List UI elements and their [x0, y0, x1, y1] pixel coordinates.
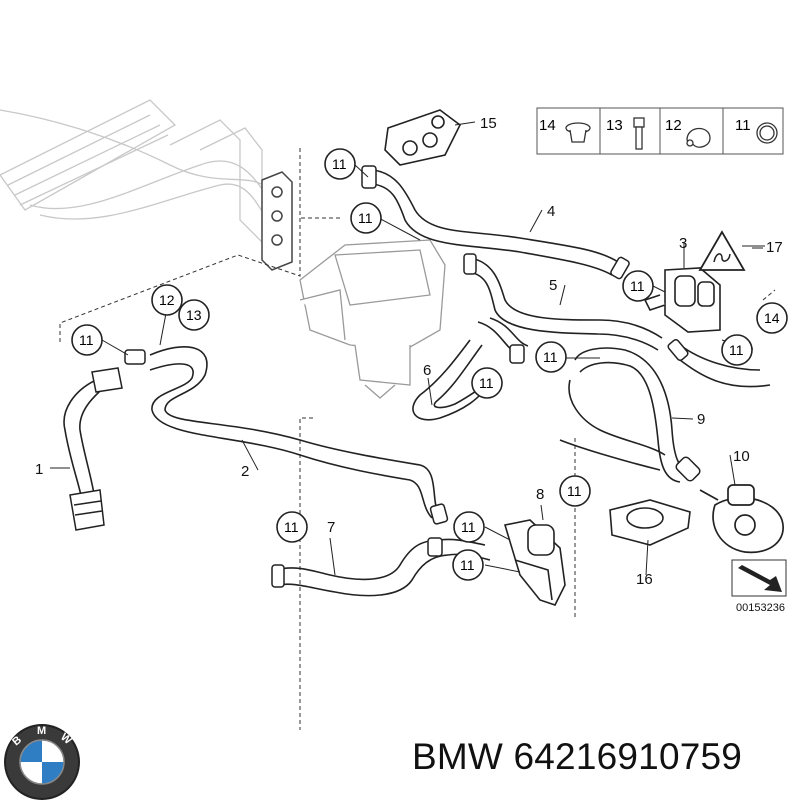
svg-text:11: 11: [729, 342, 744, 358]
callout-6: 6: [423, 362, 431, 379]
callout-16: 16: [636, 571, 653, 588]
hose-outlines: [63, 169, 771, 597]
svg-text:11: 11: [358, 210, 373, 226]
callout-5: 5: [549, 277, 557, 294]
svg-text:M: M: [37, 725, 46, 737]
hose-clamp-icon: [756, 122, 778, 144]
callout-2: 2: [241, 463, 249, 480]
grommet-icon: [565, 122, 591, 143]
warning-label-17: [698, 230, 746, 271]
circled-callouts: 11 11 11 12 13 11 14 11 11 11 11 11 11 1…: [71, 148, 788, 581]
screw-icon: [633, 117, 645, 150]
water-valve-3: [643, 267, 721, 333]
hose-diagram: 14 13 12 11 1 2 3 4 5 6 7 8 9 10 15 16 1…: [0, 99, 788, 730]
svg-text:11: 11: [479, 375, 494, 391]
legend-num: 11: [735, 117, 751, 134]
pipe-clamp-icon: [686, 127, 711, 148]
hose-clamps: [124, 165, 701, 588]
direction-arrow-icon: [731, 559, 787, 597]
legend-num: 14: [539, 117, 556, 134]
callout-4: 4: [547, 203, 555, 220]
heater-bracket: [261, 171, 293, 271]
callout-1: 1: [35, 461, 43, 478]
svg-text:11: 11: [79, 332, 94, 348]
svg-text:11: 11: [332, 156, 347, 172]
svg-text:11: 11: [543, 349, 558, 365]
svg-text:11: 11: [567, 483, 582, 499]
callout-11-circle: 11: [452, 549, 484, 581]
callout-11-circle: 11: [453, 511, 485, 543]
svg-text:12: 12: [159, 292, 175, 308]
legend-num: 13: [606, 117, 623, 134]
valve-8: [503, 519, 566, 606]
callout-12-circle: 12: [151, 284, 183, 316]
svg-text:11: 11: [460, 557, 475, 573]
callout-15: 15: [480, 115, 497, 132]
callout-17: 17: [766, 239, 783, 256]
callout-11-circle: 11: [350, 202, 382, 234]
callout-11-circle: 11: [71, 324, 103, 356]
callout-13-circle: 13: [178, 299, 210, 331]
svg-text:11: 11: [461, 519, 476, 535]
callout-7: 7: [327, 519, 335, 536]
callout-11-circle: 11: [559, 475, 591, 507]
hose-1-connector: [69, 367, 123, 531]
callout-11-circle: 11: [721, 334, 753, 366]
callout-8: 8: [536, 486, 544, 503]
callout-11-circle: 11: [471, 367, 503, 399]
legend-num: 12: [665, 117, 682, 134]
diagram-ref-code: 00153236: [736, 602, 785, 614]
callout-14-circle: 14: [756, 302, 788, 334]
callout-9: 9: [697, 411, 705, 428]
callout-11-circle: 11: [276, 511, 308, 543]
bracket-16: [609, 499, 691, 546]
svg-text:11: 11: [630, 278, 645, 294]
callout-11-circle: 11: [324, 148, 356, 180]
callout-labels: 1 2 3 4 5 6 7 8 9 10 15 16 17 00153236: [35, 115, 785, 614]
callout-10: 10: [733, 448, 750, 465]
bmw-roundel-icon: B M W: [4, 724, 80, 800]
svg-text:11: 11: [284, 519, 299, 535]
svg-text:14: 14: [764, 310, 780, 326]
auxiliary-heater-ghost: [299, 239, 446, 399]
bracket-15: [384, 109, 462, 166]
callout-3: 3: [679, 235, 687, 252]
part-number: BMW 64216910759: [412, 736, 743, 777]
callout-11-circle: 11: [535, 341, 567, 373]
legend-box: 14 13 12 11: [536, 107, 784, 155]
svg-text:13: 13: [186, 307, 202, 323]
callout-11-circle: 11: [622, 270, 654, 302]
leader-lines: [59, 148, 776, 730]
water-pump-10: [699, 484, 784, 554]
background-heater-core: [0, 99, 273, 251]
